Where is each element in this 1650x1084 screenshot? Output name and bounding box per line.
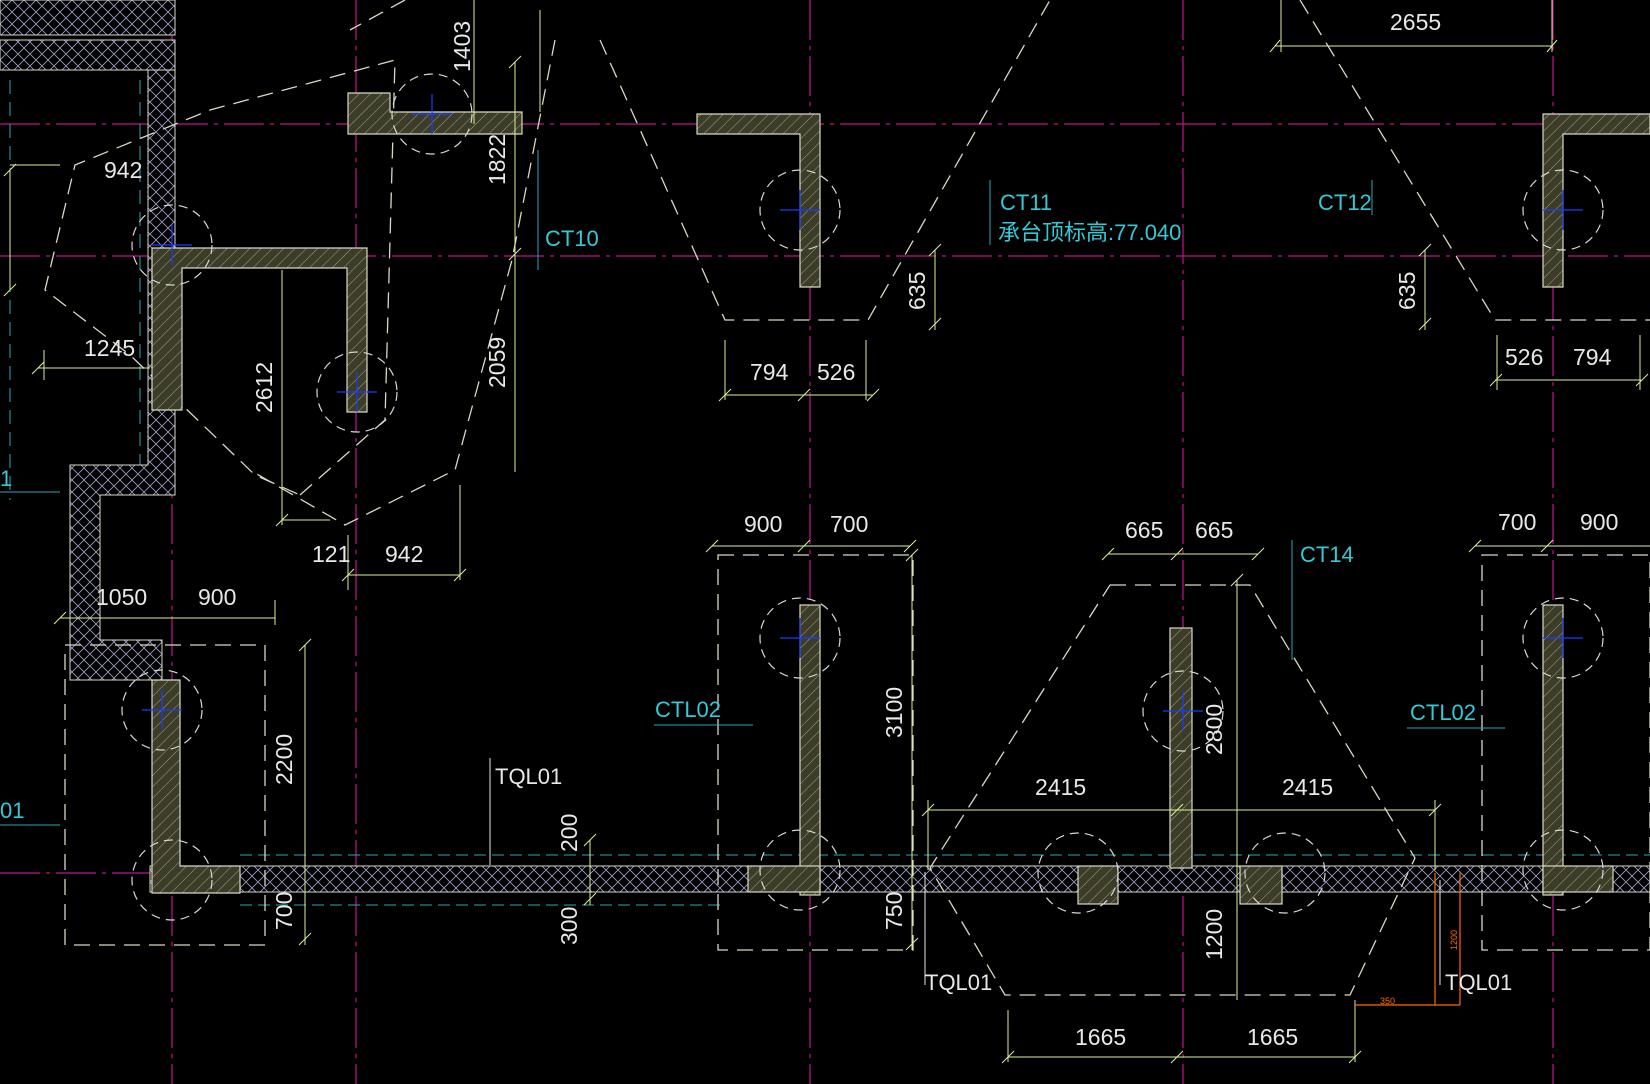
dim-text: 2200 [271,734,297,785]
label-tql01-mid: TQL01 [925,970,992,995]
dim-text: 635 [904,272,930,310]
pile [1522,597,1604,679]
leader-lines [0,150,1505,826]
dim-text: 200 [556,814,582,852]
label-ct11-elevation: 承台顶标高:77.040 [998,220,1181,245]
wall-ctl02-right [1542,604,1564,896]
beam-tql01 [149,865,1650,893]
small-dim-text: 350 [1380,996,1395,1006]
pile [131,839,213,921]
wall-ct11 [696,113,821,288]
dim-text: 700 [1498,509,1536,535]
wall-ct10-l [151,247,368,413]
core-walls [151,92,1650,905]
dim-text: 526 [1505,344,1543,370]
guide-lines [0,80,141,826]
dim-text: 2415 [1282,774,1333,800]
label-ctl02-left: CTL02 [655,697,721,722]
dim-text: 300 [556,907,582,945]
edge-label-1: 1 [0,466,12,491]
dim-text: 2655 [1390,9,1441,35]
pile [391,73,473,155]
dim-text: 1245 [84,335,135,361]
dim-text: 3100 [881,687,907,738]
cap-outline-ctl02-left [717,554,914,951]
label-ct11: CT11 [1000,190,1052,215]
pile [121,669,203,751]
dim-text: 2612 [251,362,277,413]
dim-text: 900 [198,584,236,610]
dim-text: 1822 [484,134,510,185]
label-ct14: CT14 [1300,542,1354,567]
pile [1522,169,1604,251]
dim-text: 942 [385,541,423,567]
pile [1244,832,1326,914]
dim-text: 794 [1573,344,1612,370]
wall-ct12 [1542,113,1650,288]
label-ct12: CT12 [1318,190,1372,215]
pile [1142,670,1224,752]
piles [121,73,1604,921]
left-wall-structure [0,0,176,681]
pile [316,351,398,433]
label-ctl02-right: CTL02 [1410,700,1476,725]
cap-outline-ctl02-right [1481,554,1650,951]
pile [759,597,841,679]
dimension-lines [3,0,1650,1064]
dim-text: 1050 [96,584,147,610]
cap-outline-ct14 [929,584,1416,996]
dim-text: 665 [1125,517,1163,543]
pile [759,829,841,911]
dim-text: 942 [104,157,142,183]
label-tql01-top: TQL01 [495,764,562,789]
cap-outlines [44,0,1650,996]
label-tql01-right: TQL01 [1445,970,1512,995]
dim-text: 635 [1394,272,1420,310]
dim-text: 1665 [1075,1024,1126,1050]
dim-text: 700 [271,892,297,930]
dim-text: 700 [830,511,868,537]
wall-ct14 [1169,627,1193,869]
edge-label-01: 01 [0,798,24,823]
dim-text: 526 [817,359,855,385]
dim-text: 121 [312,541,350,567]
cap-outline-ct10 [44,59,396,496]
dim-text: 794 [750,359,789,385]
wall-ctl02-left [799,604,821,896]
dim-text: 2800 [1201,704,1227,755]
pile [759,169,841,251]
dim-text: 1403 [449,21,475,72]
highlight-marker [1355,873,1461,1006]
cap-outline-ct12 [1299,0,1650,321]
label-ct10: CT10 [545,226,599,251]
dim-text: 1665 [1247,1024,1298,1050]
small-dim-text: 1200 [1449,930,1459,950]
dim-text: 750 [881,892,907,930]
pile [1522,829,1604,911]
dim-text: 900 [1580,509,1618,535]
dim-text: 900 [744,511,782,537]
wall-left-lower [151,679,241,894]
pile [131,204,213,286]
cap-outline-ct11 [599,0,1051,321]
pile [1037,832,1119,914]
pile-centers [142,94,1583,731]
dim-text: 2415 [1035,774,1086,800]
dim-text: 1200 [1201,909,1227,960]
dim-text: 2059 [484,337,510,388]
dim-text: 665 [1195,517,1233,543]
